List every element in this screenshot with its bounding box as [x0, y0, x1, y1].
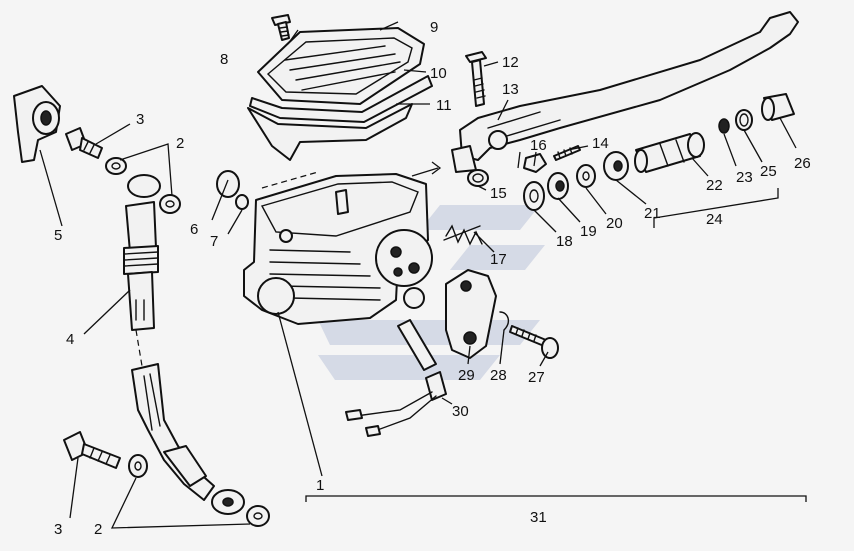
- callout-numbers: 1 2 2 3 3 4 5 6 7 8 9 10 11 12 13 14 15 …: [54, 19, 811, 538]
- banjo-bolt-part-3-upper: [65, 127, 103, 159]
- pivot-bolt-part-12: [465, 51, 487, 107]
- callout-1: 1: [316, 477, 324, 494]
- washer-part-2-lower-a: [128, 454, 148, 478]
- plug-part-6: [216, 170, 240, 198]
- washer-part-20: [576, 164, 596, 188]
- piston-part-22: [634, 132, 705, 173]
- washer-part-2-lower-b: [246, 505, 270, 527]
- callout-6: 6: [190, 221, 198, 238]
- callout-18: 18: [556, 233, 573, 250]
- clamp-part-29: [445, 269, 497, 359]
- boot-part-26: [761, 93, 795, 121]
- oring-part-7: [235, 194, 249, 210]
- diaphragm-part-11: [247, 103, 413, 161]
- callout-15: 15: [490, 185, 507, 202]
- callout-2-upper: 2: [176, 135, 184, 152]
- washer-part-2-upper-a: [105, 157, 127, 175]
- washer-part-18: [523, 181, 545, 211]
- callout-16: 16: [530, 137, 547, 154]
- bolt-part-27: [509, 325, 559, 359]
- callout-7: 7: [210, 233, 218, 250]
- callout-12: 12: [502, 54, 519, 71]
- brake-hose-part-4: [123, 174, 245, 515]
- banjo-bolt-part-3-lower: [63, 431, 121, 469]
- callout-25: 25: [760, 163, 777, 180]
- callout-3-upper: 3: [136, 111, 144, 128]
- spring-part-25: [735, 109, 753, 131]
- callout-30: 30: [452, 403, 469, 420]
- callout-20: 20: [606, 215, 623, 232]
- leader-lines: [39, 21, 807, 529]
- washer-part-2-upper-b: [159, 194, 181, 214]
- elbow-fitting-part-5: [13, 85, 61, 163]
- clip-part-28: [499, 311, 510, 331]
- callout-5: 5: [54, 227, 62, 244]
- ring-part-23: [718, 118, 730, 134]
- master-cylinder-body-part-1: [243, 173, 433, 325]
- brake-lever-part-13: [451, 11, 799, 173]
- callout-4: 4: [66, 331, 74, 348]
- reservoir-cover-part-9: [257, 27, 425, 105]
- spring-part-17: [443, 224, 483, 246]
- callout-31: 31: [530, 509, 547, 526]
- screw-part-8: [271, 14, 291, 41]
- callout-14: 14: [592, 135, 609, 152]
- seal-part-19: [547, 172, 569, 200]
- assembly-lines: [135, 151, 521, 367]
- callout-11: 11: [436, 97, 452, 114]
- callout-9: 9: [430, 19, 438, 36]
- callout-24: 24: [706, 211, 723, 228]
- gasket-part-10: [249, 75, 433, 123]
- callout-3-lower: 3: [54, 521, 62, 538]
- callout-21: 21: [644, 205, 661, 222]
- switch-part-30: [345, 319, 447, 437]
- nut-part-15: [467, 169, 489, 187]
- callout-8: 8: [220, 51, 228, 68]
- callout-2-lower: 2: [94, 521, 102, 538]
- callout-22: 22: [706, 177, 723, 194]
- callout-17: 17: [490, 251, 507, 268]
- callout-13: 13: [502, 81, 519, 98]
- callout-28: 28: [490, 367, 507, 384]
- callout-27: 27: [528, 369, 545, 386]
- callout-26: 26: [794, 155, 811, 172]
- callout-23: 23: [736, 169, 753, 186]
- callout-29: 29: [458, 367, 475, 384]
- callout-19: 19: [580, 223, 597, 240]
- seal-part-21: [603, 151, 629, 181]
- callout-10: 10: [430, 65, 447, 82]
